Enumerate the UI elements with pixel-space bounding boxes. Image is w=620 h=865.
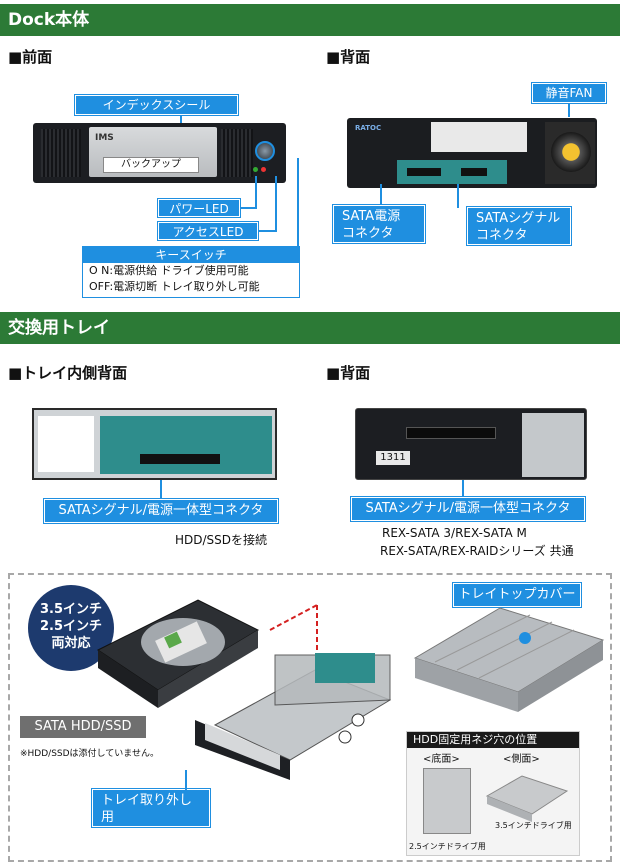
sata-power-connector-icon: [407, 168, 441, 176]
drive-note: ※HDD/SSDは添付していません。: [20, 749, 160, 759]
key-switch-off: OFF:電源切断 トレイ取り外し可能: [89, 280, 260, 293]
callout-line: [297, 158, 299, 250]
combo-connector-icon: [140, 454, 220, 464]
vent-left: [41, 129, 81, 177]
size-badge: 3.5インチ 2.5インチ 両対応: [28, 585, 114, 671]
brand-logo-icon: RATOC: [355, 124, 382, 132]
drive-35-label: 3.5インチドライブ用: [495, 821, 572, 830]
vent-right: [221, 129, 253, 177]
callout-line: [380, 184, 382, 208]
brand-logo-icon: IMS: [95, 133, 114, 143]
callout-line: [180, 115, 182, 125]
screw-panel-title: HDD固定用ネジ穴の位置: [407, 732, 579, 748]
callout-line: [240, 207, 256, 209]
screw-hole-panel: HDD固定用ネジ穴の位置 <底面> <側面> 2.5インチドライブ用 3.5イン…: [406, 731, 580, 856]
combo-connector-icon: [406, 427, 496, 439]
hdd-illustration: [97, 599, 260, 708]
callout-line: [185, 770, 187, 790]
dock-back-photo: RATOC: [347, 118, 597, 188]
top-cover-callout: トレイトップカバー: [453, 583, 581, 607]
section-title: 交換用トレイ: [8, 318, 110, 338]
back-heading: ■背面: [326, 48, 371, 66]
sata-signal-callout: SATAシグナル コネクタ: [467, 207, 571, 245]
section-header-tray: 交換用トレイ: [0, 312, 620, 344]
tray-front-panel: IMS バックアップ: [89, 127, 217, 177]
key-switch-box: キースイッチ O N:電源供給 ドライブ使用可能 OFF:電源切断 トレイ取り外…: [82, 246, 300, 298]
handle-callout: トレイ取り外し用 ハンドル: [92, 789, 210, 842]
tray-back-connector-callout: SATAシグナル/電源一体型コネクタ: [351, 497, 585, 521]
tray-illustration: [195, 604, 392, 780]
compat-line-2: REX-SATA/REX-RAIDシリーズ 共通: [380, 544, 574, 558]
tray-back-heading: ■背面: [326, 364, 371, 382]
front-heading: ■前面: [8, 48, 53, 66]
power-led-icon: [253, 167, 258, 172]
drive-label: SATA HDD/SSD: [20, 716, 146, 738]
callout-line: [160, 480, 162, 500]
fan-callout: 静音FAN: [532, 83, 606, 103]
callout-line: [255, 176, 257, 209]
key-switch-on: O N:電源供給 ドライブ使用可能: [89, 264, 249, 277]
index-seal: バックアップ: [103, 157, 199, 173]
access-led-icon: [261, 167, 266, 172]
back-pcb: [397, 160, 507, 184]
power-led-callout: パワーLED: [158, 199, 240, 217]
callout-line: [568, 103, 570, 117]
compat-line-1: REX-SATA 3/REX-SATA M: [382, 526, 527, 540]
label-number: 1311: [376, 451, 410, 465]
callout-line: [457, 184, 459, 208]
side-view-label: <側面>: [503, 754, 540, 765]
dock-front-photo: IMS バックアップ: [33, 123, 286, 183]
index-seal-callout: インデックスシール: [75, 95, 238, 115]
top-cover-illustration: [413, 607, 605, 712]
drive-25-bottom-icon: [423, 768, 471, 834]
tray-inner-note: HDD/SSDを接続: [175, 533, 268, 547]
callout-line: [275, 176, 277, 232]
access-led-callout: アクセスLED: [158, 222, 258, 240]
section-header-dock: Dock本体: [0, 4, 620, 36]
drive-25-label: 2.5インチドライブ用: [409, 842, 486, 851]
back-label-sticker: [431, 122, 527, 152]
tray-inner-photo: [32, 408, 277, 480]
sata-signal-connector-icon: [461, 168, 487, 176]
tray-inner-connector-callout: SATAシグナル/電源一体型コネクタ: [44, 499, 278, 523]
section-title: Dock本体: [8, 10, 90, 30]
fan-icon: [545, 122, 595, 184]
callout-line: [462, 480, 464, 498]
bottom-view-label: <底面>: [423, 754, 460, 765]
key-switch-title: キースイッチ: [83, 247, 299, 263]
tray-back-photo: 1311: [355, 408, 587, 480]
key-switch-icon[interactable]: [255, 141, 275, 161]
callout-line: [258, 230, 276, 232]
sata-power-callout: SATA電源 コネクタ: [333, 205, 425, 243]
tray-inner-pcb: [100, 416, 272, 474]
tray-inner-heading: ■トレイ内側背面: [8, 364, 128, 382]
tray-overview-box: [8, 573, 612, 862]
drive-35-side-icon: [485, 775, 569, 822]
